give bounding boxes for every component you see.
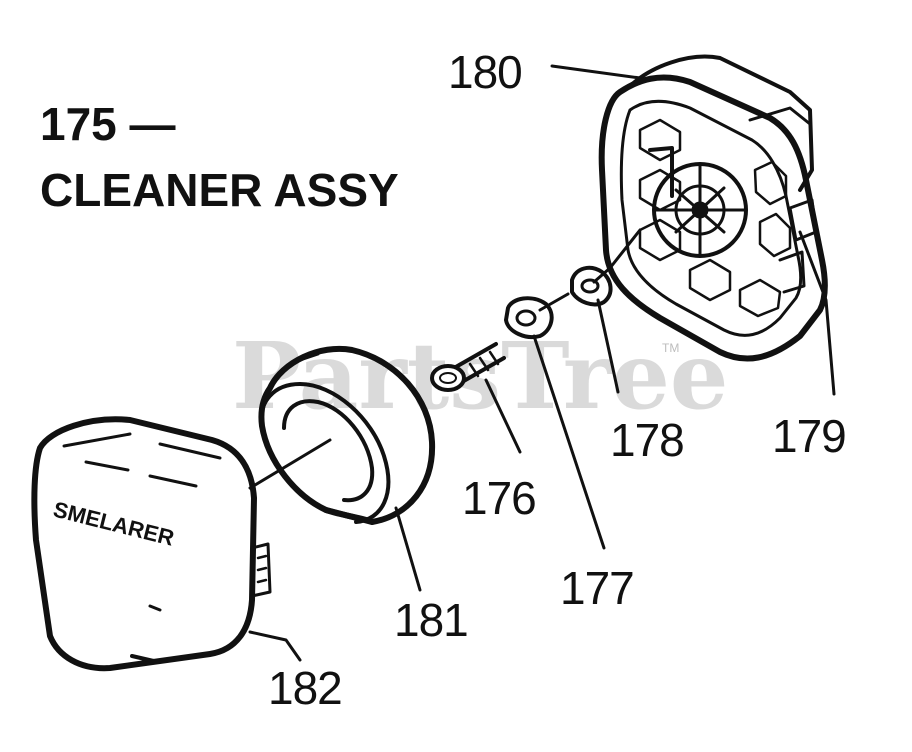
part-181-foam-element (258, 345, 436, 525)
cover-brand-label: SMELARER (51, 497, 177, 551)
callout-182: 182 (268, 662, 342, 714)
part-176-bolt (430, 342, 506, 392)
part-180-housing (598, 54, 828, 362)
callout-177: 177 (560, 562, 634, 614)
callout-181: 181 (394, 594, 468, 646)
callout-176: 176 (462, 472, 536, 524)
part-178-grommet (570, 265, 613, 307)
callout-179: 179 (772, 410, 846, 462)
part-177-washer (504, 296, 554, 339)
callout-180: 180 (448, 46, 522, 98)
watermark: PartsTree (232, 322, 728, 430)
title-text: CLEANER ASSY (40, 164, 399, 216)
part-182-cover: SMELARER (31, 416, 272, 672)
leader-lines (248, 64, 836, 662)
title-number: 175 — (40, 98, 176, 150)
watermark-tm: TM (662, 341, 679, 355)
callout-178: 178 (610, 414, 684, 466)
